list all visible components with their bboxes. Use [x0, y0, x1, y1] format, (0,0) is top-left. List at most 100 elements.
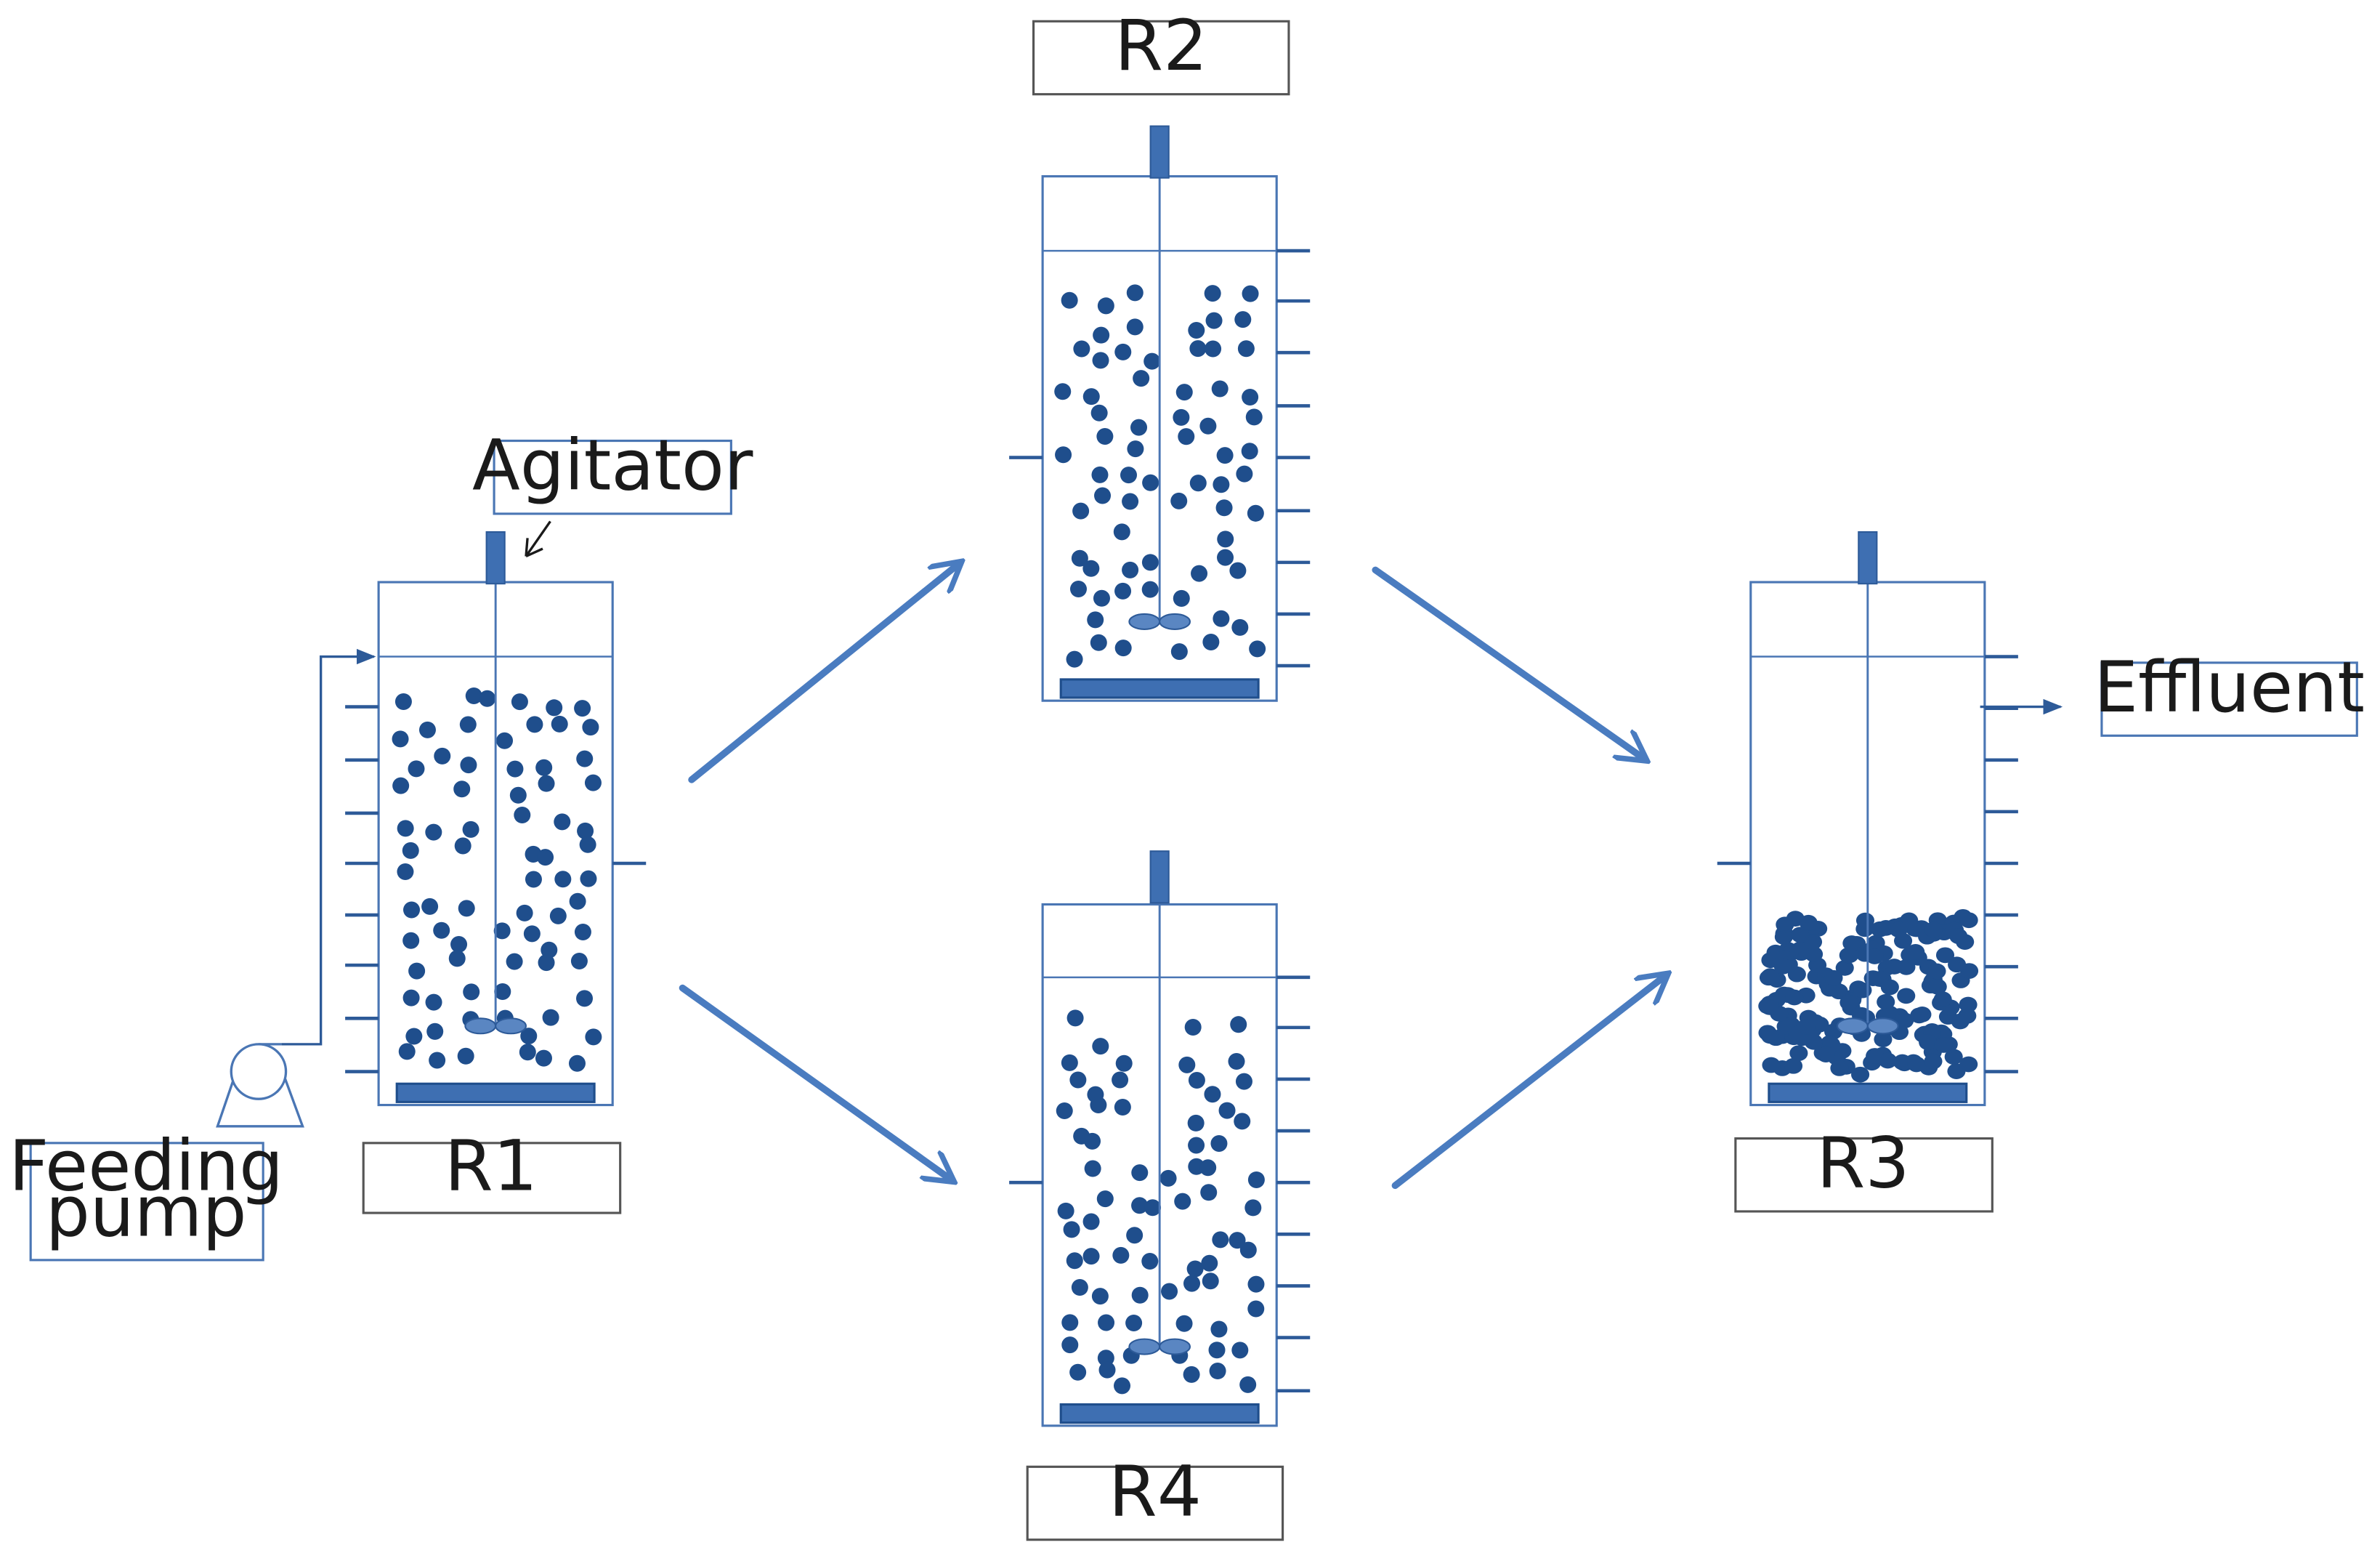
particle	[1071, 1279, 1088, 1296]
arrow-r2-to-r3	[1372, 566, 1646, 759]
particle	[1791, 927, 1810, 943]
particle	[1114, 640, 1132, 657]
particle	[551, 715, 568, 733]
particle	[1830, 1060, 1849, 1076]
r4-label: R4	[1109, 1451, 1202, 1532]
particle	[1097, 297, 1114, 315]
particle	[1066, 1252, 1083, 1270]
impeller-icon	[1128, 613, 1161, 630]
particle	[1944, 1049, 1963, 1065]
particle	[1082, 1248, 1100, 1265]
particle	[1087, 611, 1104, 629]
particle	[554, 871, 572, 888]
particle	[1776, 916, 1794, 933]
particle	[577, 822, 594, 839]
particle	[1840, 947, 1859, 964]
particle	[1906, 944, 1925, 960]
particle	[1189, 475, 1207, 492]
particle	[1824, 969, 1843, 986]
agitator-label-box: Agitator	[472, 424, 753, 515]
particle	[479, 690, 496, 707]
particle	[392, 777, 410, 794]
particle	[1213, 610, 1230, 627]
particle	[1133, 370, 1150, 387]
biomass-particles	[1758, 908, 1979, 1083]
particle	[1144, 352, 1161, 370]
particle	[538, 775, 555, 792]
particle	[1889, 921, 1908, 938]
particle	[1805, 946, 1824, 962]
biomass-particles	[1056, 1009, 1265, 1395]
particle	[1927, 963, 1946, 980]
particle	[1919, 1034, 1938, 1051]
particle	[1893, 1054, 1912, 1070]
particle	[579, 836, 596, 853]
particle	[1112, 1071, 1129, 1089]
particle	[1934, 1037, 1953, 1053]
particle	[554, 813, 571, 831]
particle	[576, 990, 594, 1007]
particle	[1141, 554, 1159, 571]
particle	[1229, 1232, 1246, 1249]
effluent-label: Effluent	[2094, 647, 2365, 728]
particle	[546, 699, 563, 717]
particle	[426, 1022, 444, 1040]
reactors	[345, 125, 2018, 1427]
particle	[1115, 1054, 1133, 1072]
particle	[1235, 1073, 1252, 1090]
particle	[1093, 589, 1110, 607]
particle	[1061, 1314, 1079, 1331]
particle	[1061, 291, 1078, 309]
particle	[1126, 318, 1144, 336]
particle	[1091, 466, 1109, 483]
particle	[580, 870, 597, 887]
particle	[509, 786, 527, 804]
stirrer-base-icon	[395, 1082, 596, 1103]
particle	[1239, 1241, 1257, 1259]
particle	[1216, 447, 1234, 464]
particle	[1131, 1197, 1149, 1214]
particle	[1066, 1009, 1084, 1027]
particle	[570, 952, 588, 969]
particle	[1069, 1071, 1087, 1089]
particle	[549, 907, 567, 924]
particle	[494, 983, 511, 1001]
particle	[425, 823, 442, 841]
particle	[1170, 643, 1188, 661]
particle	[1210, 1134, 1228, 1152]
particle	[402, 842, 419, 859]
particle	[1175, 384, 1193, 401]
particle	[574, 700, 591, 717]
particle	[1249, 640, 1266, 658]
particle	[1082, 560, 1100, 577]
particle	[496, 732, 514, 749]
r2-label: R2	[1114, 5, 1207, 86]
particle	[506, 760, 524, 778]
particle	[1231, 1342, 1249, 1359]
particle	[1229, 562, 1247, 579]
particle	[1760, 1028, 1780, 1044]
impeller-icon	[1836, 1017, 1869, 1035]
particle	[392, 730, 409, 748]
particle	[1082, 388, 1100, 406]
impeller-icon	[1866, 1017, 1899, 1035]
particle	[1184, 1018, 1202, 1036]
particle	[1247, 1171, 1265, 1188]
particle	[1231, 618, 1249, 636]
particle	[1199, 1159, 1217, 1177]
particle	[1186, 1260, 1204, 1278]
particle	[1090, 404, 1108, 421]
biomass-particles	[1054, 284, 1266, 668]
particle	[1122, 493, 1139, 510]
stirrer-base-icon	[1059, 678, 1260, 699]
particle	[1213, 476, 1230, 493]
particle	[1217, 549, 1234, 566]
particle	[1924, 921, 1943, 938]
particle	[1789, 1045, 1808, 1062]
particle	[1055, 446, 1072, 464]
particle	[1215, 499, 1233, 517]
particle	[1205, 312, 1223, 329]
agitator-label: Agitator	[472, 424, 753, 506]
particle	[1098, 1361, 1116, 1379]
flow-arrows	[679, 562, 1667, 1190]
